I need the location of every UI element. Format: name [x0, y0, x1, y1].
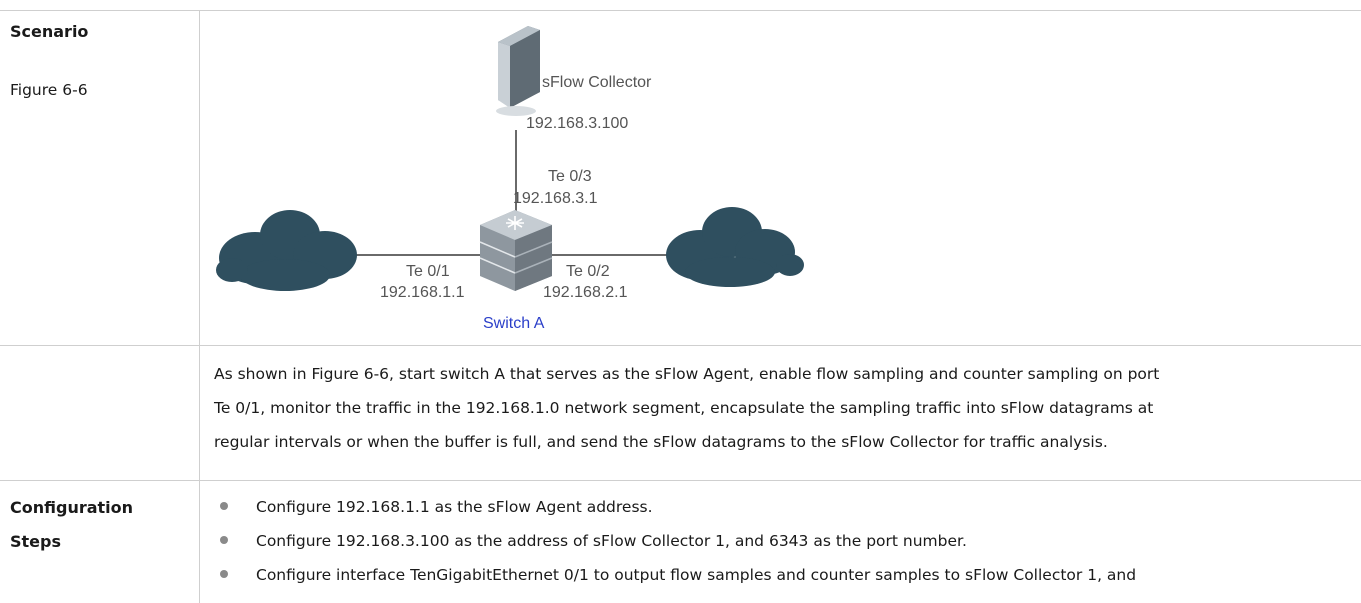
config-step-text: Configure 192.168.1.1 as the sFlow Agent… — [256, 498, 653, 516]
description-line: Te 0/1, monitor the traffic in the 192.1… — [214, 399, 1154, 417]
config-step: Configure 192.168.1.1 as the sFlow Agent… — [220, 498, 653, 516]
right-cloud-icon — [666, 207, 804, 287]
port-te01-label: Te 0/1 — [406, 263, 450, 280]
port-te02-label: Te 0/2 — [566, 263, 610, 280]
config-header-line2: Steps — [10, 532, 61, 551]
config-step-text: Configure interface TenGigabitEthernet 0… — [256, 566, 1137, 584]
switch-icon — [479, 210, 553, 291]
row-divider-1 — [0, 345, 1361, 346]
server-icon — [496, 26, 540, 116]
description-line: regular intervals or when the buffer is … — [214, 433, 1108, 451]
port-te01-ip: 192.168.1.1 — [380, 284, 465, 301]
collector-ip: 192.168.3.100 — [526, 115, 629, 132]
figure-ref: Figure 6-6 — [10, 81, 88, 99]
column-divider — [199, 10, 200, 603]
scenario-description: As shown in Figure 6-6, start switch A t… — [214, 357, 1354, 459]
bullet-icon — [220, 569, 228, 578]
network-diagram: sFlow Collector 192.168.3.100 Te 0/3 192… — [210, 20, 850, 340]
config-header-line1: Configuration — [10, 498, 134, 517]
table-top-border — [0, 10, 1361, 11]
config-step: Configure interface TenGigabitEthernet 0… — [220, 566, 1136, 584]
network-diagram-svg — [216, 26, 804, 291]
scenario-header: Scenario — [10, 22, 89, 41]
bullet-icon — [220, 501, 228, 510]
switch-label: Switch A — [483, 315, 545, 332]
port-te03-label: Te 0/3 — [548, 168, 592, 185]
port-te03-ip: 192.168.3.1 — [513, 190, 598, 207]
row-divider-2 — [0, 480, 1361, 481]
config-step-text: Configure 192.168.3.100 as the address o… — [256, 532, 967, 550]
left-cloud-icon — [216, 210, 357, 291]
config-step: Configure 192.168.3.100 as the address o… — [220, 532, 967, 550]
bullet-icon — [220, 535, 228, 544]
port-te02-ip: 192.168.2.1 — [543, 284, 628, 301]
collector-name: sFlow Collector — [542, 74, 652, 91]
description-line: As shown in Figure 6-6, start switch A t… — [214, 365, 1160, 383]
